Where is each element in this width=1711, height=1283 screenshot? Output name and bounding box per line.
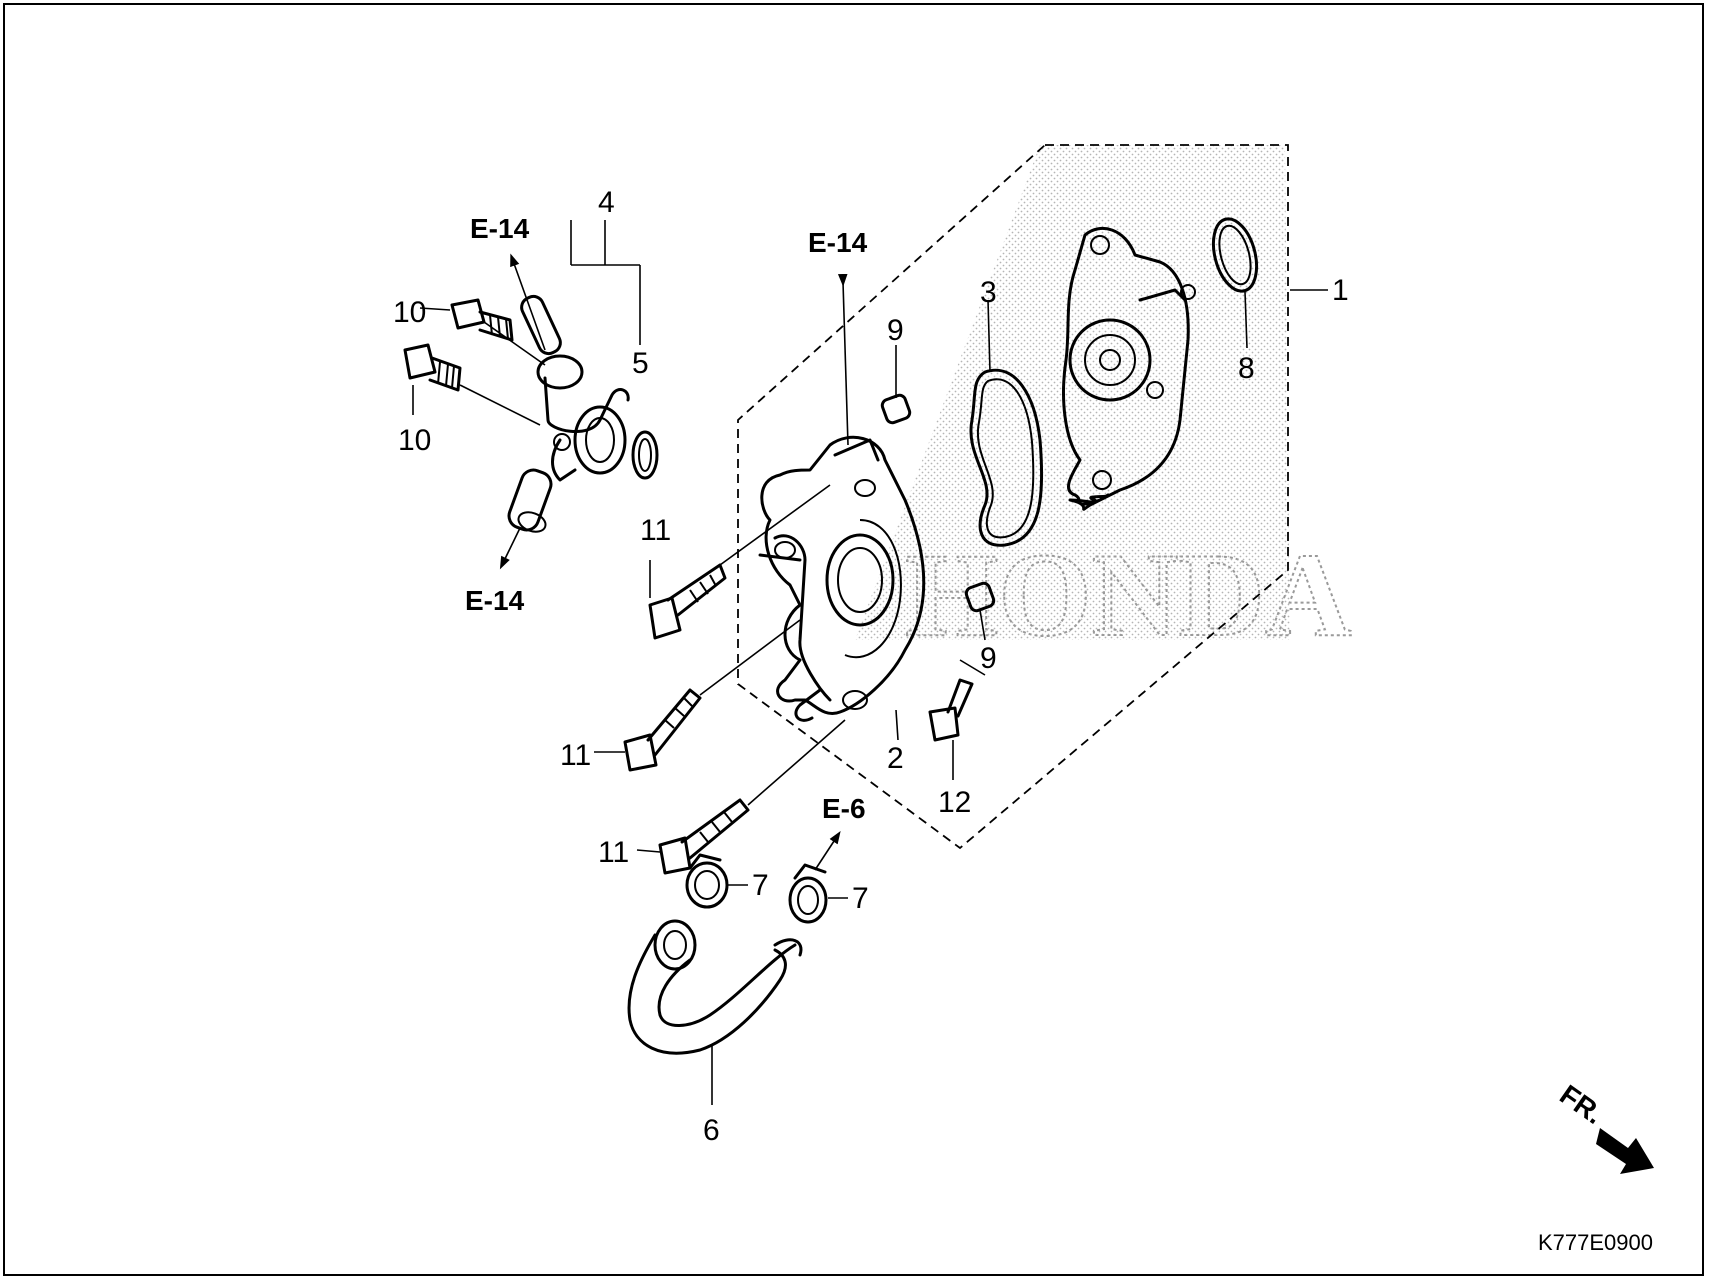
part-label-2: 2: [887, 742, 904, 775]
front-arrow-icon: [1596, 1128, 1654, 1174]
pump-cover-2: [758, 435, 926, 722]
part-label-4: 4: [598, 186, 615, 219]
bolt-12: [928, 678, 974, 742]
part-label-1: 1: [1332, 274, 1349, 307]
reference-e14-center: E-14: [808, 227, 868, 258]
part-label-11-middle: 11: [560, 739, 591, 772]
bolt-10-upper: [450, 298, 514, 342]
part-label-6: 6: [703, 1114, 720, 1147]
part-label-10-upper: 10: [393, 296, 426, 329]
joint-fitting-4: [507, 294, 630, 533]
diagram-code: K777E0900: [1538, 1230, 1653, 1255]
dowel-pin-9-upper: [880, 393, 912, 425]
part-label-10-lower: 10: [398, 424, 431, 457]
part-label-7-left: 7: [752, 869, 769, 902]
bolt-11-middle: [623, 688, 702, 772]
part-label-9-lower: 9: [980, 642, 997, 675]
hose-clamp-7-left: [685, 853, 729, 909]
front-label: FR.: [1554, 1079, 1609, 1130]
part-label-11-lower: 11: [598, 836, 629, 869]
hose-clamp-7-right: [788, 863, 828, 924]
o-ring-5: [631, 430, 659, 480]
part-label-12: 12: [938, 786, 971, 819]
front-direction-indicator: FR.: [1554, 1079, 1654, 1174]
assembly-outline: [737, 144, 1289, 850]
dowel-pin-9-lower: [964, 581, 996, 613]
water-hose-6: [627, 919, 803, 1055]
part-label-8: 8: [1238, 352, 1255, 385]
water-pump-body-1: [1062, 226, 1196, 511]
part-label-3: 3: [980, 276, 997, 309]
part-label-5: 5: [632, 347, 649, 380]
bolt-10-lower: [403, 343, 462, 392]
gasket-3: [969, 368, 1044, 547]
leader-lines: [412, 220, 1328, 1105]
o-ring-8: [1211, 217, 1259, 293]
reference-e14-bottom-left: E-14: [465, 585, 525, 616]
part-label-7-right: 7: [852, 882, 869, 915]
part-label-9-upper: 9: [887, 314, 904, 347]
bolt-11-upper: [648, 563, 727, 640]
part-label-11-upper: 11: [640, 514, 671, 547]
diagram-frame: [3, 3, 1704, 1276]
reference-e14-top-left: E-14: [470, 213, 530, 244]
honda-watermark: HONDA: [905, 528, 1352, 661]
reference-e6: E-6: [822, 793, 866, 824]
watermark-shading: [855, 145, 1290, 640]
